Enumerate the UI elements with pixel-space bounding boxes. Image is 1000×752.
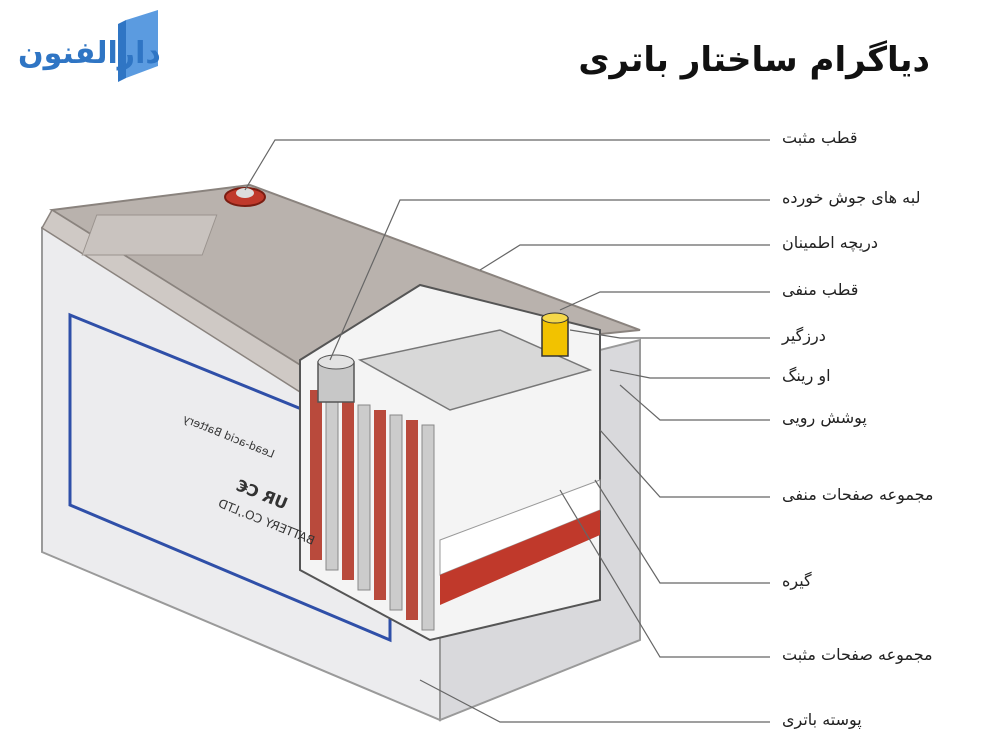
leader-line bbox=[244, 139, 770, 191]
plate bbox=[389, 414, 403, 611]
leader-line bbox=[594, 479, 770, 584]
plate bbox=[406, 420, 418, 620]
plate-stack bbox=[310, 390, 435, 631]
label-clip: گیره bbox=[782, 571, 812, 590]
plate bbox=[310, 390, 322, 560]
logo-text: دارالفنون bbox=[18, 36, 161, 71]
plate-strap bbox=[357, 329, 593, 411]
leader-line bbox=[619, 384, 770, 421]
plate bbox=[357, 404, 371, 591]
leader-line bbox=[479, 244, 770, 271]
label-positive-plates: مجموعه صفحات مثبت bbox=[782, 645, 933, 664]
logo: دارالفنون bbox=[8, 8, 168, 88]
label-sealant: درزگیر bbox=[782, 326, 826, 345]
book-logo-icon bbox=[118, 10, 158, 82]
label-o-ring: او رینگ bbox=[782, 366, 831, 385]
label-safety-valve: دریچه اطمینان bbox=[782, 233, 879, 252]
label-welded-edges: لبه های جوش خورده bbox=[782, 188, 921, 207]
leader-lines bbox=[244, 139, 770, 723]
plate bbox=[325, 394, 339, 571]
leader-line bbox=[329, 199, 770, 361]
lid-recess bbox=[81, 214, 218, 256]
plate bbox=[342, 400, 354, 580]
leader-line bbox=[599, 429, 770, 498]
label-negative-terminal: قطب منفی bbox=[782, 280, 859, 299]
leader-line bbox=[559, 291, 770, 311]
label-negative-plates: مجموعه صفحات منفی bbox=[782, 485, 934, 504]
leader-line bbox=[559, 489, 770, 658]
plate bbox=[421, 424, 435, 631]
negative-terminal bbox=[541, 317, 569, 357]
plate bbox=[374, 410, 386, 600]
leader-line bbox=[419, 679, 770, 723]
leader-line bbox=[609, 369, 770, 379]
label-top-cover: پوشش رویی bbox=[782, 408, 867, 427]
label-positive-terminal: قطب مثبت bbox=[782, 128, 858, 147]
leader-line bbox=[569, 329, 770, 339]
label-battery-casing: پوسته باتری bbox=[782, 710, 862, 729]
front-label-border bbox=[68, 312, 392, 643]
diagram-title: دیاگرام ساختار باتری bbox=[578, 40, 930, 80]
separator-red bbox=[440, 510, 600, 605]
